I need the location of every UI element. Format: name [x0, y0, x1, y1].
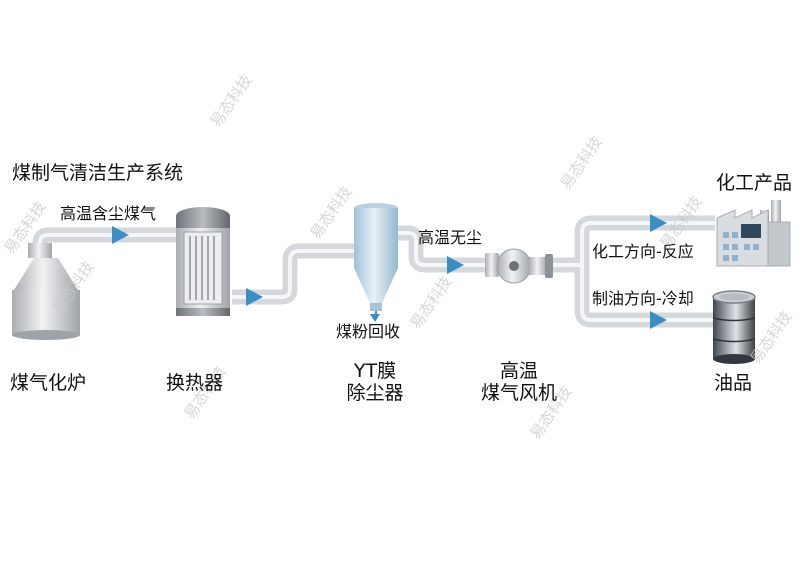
- watermark: 易态科技: [407, 273, 456, 332]
- flow-arrow-dusty-gas: [112, 226, 129, 244]
- pipe-gasifier-to-exchanger: [32, 227, 176, 258]
- gasifier-icon: [12, 243, 80, 340]
- product-label-oil: 油品: [714, 372, 753, 394]
- fan-label-line1: 高温: [499, 360, 538, 382]
- gas-fan-icon: [485, 248, 553, 284]
- equipment-label-gasifier: 煤气化炉: [10, 372, 87, 394]
- fan-label-line2: 煤气风机: [480, 381, 557, 404]
- flow-label-dust-free: 高温无尘: [418, 228, 483, 247]
- flow-arrow-oil: [650, 311, 667, 329]
- equipment-label-heat-exchanger: 换热器: [166, 372, 224, 394]
- flow-arrow-dust-free: [447, 256, 464, 274]
- chemical-plant-icon: [716, 200, 791, 267]
- flow-label-chemical-route: 化工方向-反应: [592, 242, 694, 261]
- flow-label-dusty-gas: 高温含尘煤气: [60, 204, 157, 223]
- filter-label-line2: 除尘器: [346, 381, 404, 404]
- flow-label-oil-route: 制油方向-冷却: [592, 289, 694, 308]
- equipment-label-membrane-filter: YT膜 除尘器: [330, 360, 420, 405]
- flow-label-coal-recovery: 煤粉回收: [336, 322, 401, 341]
- pipe-network: [32, 215, 715, 328]
- watermark: 易态科技: [207, 71, 256, 130]
- flow-arrow-chemical: [650, 214, 667, 232]
- flow-arrow-exchanger-out: [246, 288, 263, 306]
- watermark: 易态科技: [557, 133, 606, 192]
- pipe-exchanger-to-filter: [232, 243, 355, 305]
- diagram-title: 煤制气清洁生产系统: [12, 162, 184, 184]
- filter-label-line1: YT膜: [353, 360, 397, 382]
- flow-arrows: [112, 214, 667, 329]
- flow-arrow-coal-recovery: [370, 314, 380, 322]
- equipment-label-gas-fan: 高温 煤气风机: [464, 360, 574, 405]
- oil-drum-icon: [712, 290, 756, 364]
- product-label-chemical: 化工产品: [716, 172, 793, 194]
- watermark: 易态科技: [307, 183, 356, 242]
- heat-exchanger-icon: [176, 207, 230, 316]
- membrane-filter-icon: [354, 203, 398, 316]
